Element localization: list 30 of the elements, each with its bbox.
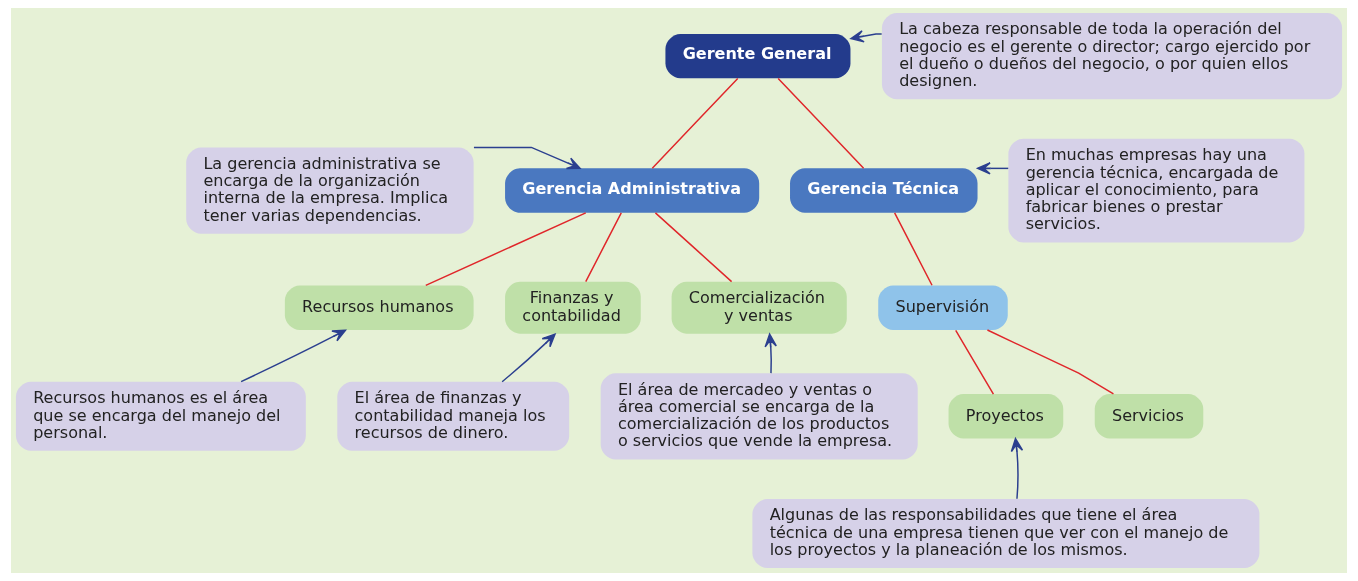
- node-box: El área de finanzas y contabilidad maneja los recursos de dinero.: [337, 381, 570, 451]
- connector: [425, 212, 587, 287]
- arrow: [501, 333, 556, 383]
- connector: [955, 329, 995, 395]
- node-box: En muchas empresas hay una gerencia técnica, encargada de aplicar el conocimiento, para fabricar bienes o prestar servicios.: [1008, 138, 1305, 243]
- node-box: Algunas de las responsabilidades que tiene el área técnica de una empresa tienen que ver con el manejo de los proyectos y la planeación de los mismos.: [752, 499, 1260, 569]
- node-box: La cabeza responsable de toda la operación del negocio es el gerente o director; cargo ejercido por el dueño o dueños del negocio, o por quien ellos designen.: [881, 12, 1343, 100]
- arrow: [1010, 437, 1024, 500]
- node-box: Gerencia Administrativa: [505, 168, 760, 213]
- node-box: Supervisión: [878, 285, 1008, 330]
- connector: [585, 212, 622, 283]
- node-box: Finanzas y contabilidad: [505, 281, 641, 334]
- arrow: [473, 146, 581, 170]
- connector: [651, 77, 739, 169]
- connector: [654, 212, 733, 283]
- node-box: Comercialización y ventas: [671, 281, 847, 334]
- node-box: Servicios: [1094, 394, 1204, 439]
- node-box: La gerencia administrativa se encarga de la organización interna de la empresa. Implica tener varias dependencias.: [186, 147, 474, 234]
- node-box: Recursos humanos: [284, 285, 474, 330]
- arrow: [850, 30, 883, 43]
- connector: [986, 329, 1115, 395]
- node-box: Recursos humanos es el área que se encarga del manejo del personal.: [15, 381, 306, 451]
- node-box: Gerencia Técnica: [790, 168, 978, 213]
- connector: [777, 77, 865, 169]
- connector: [893, 212, 933, 286]
- node-box: Gerente General: [665, 33, 851, 79]
- node-box: El área de mercadeo y ventas o área comercial se encarga de la comercialización de los productos o servicios que vende la empresa.: [600, 373, 918, 460]
- node-box: Proyectos: [948, 394, 1064, 439]
- arrow: [240, 329, 347, 383]
- arrow: [764, 333, 777, 374]
